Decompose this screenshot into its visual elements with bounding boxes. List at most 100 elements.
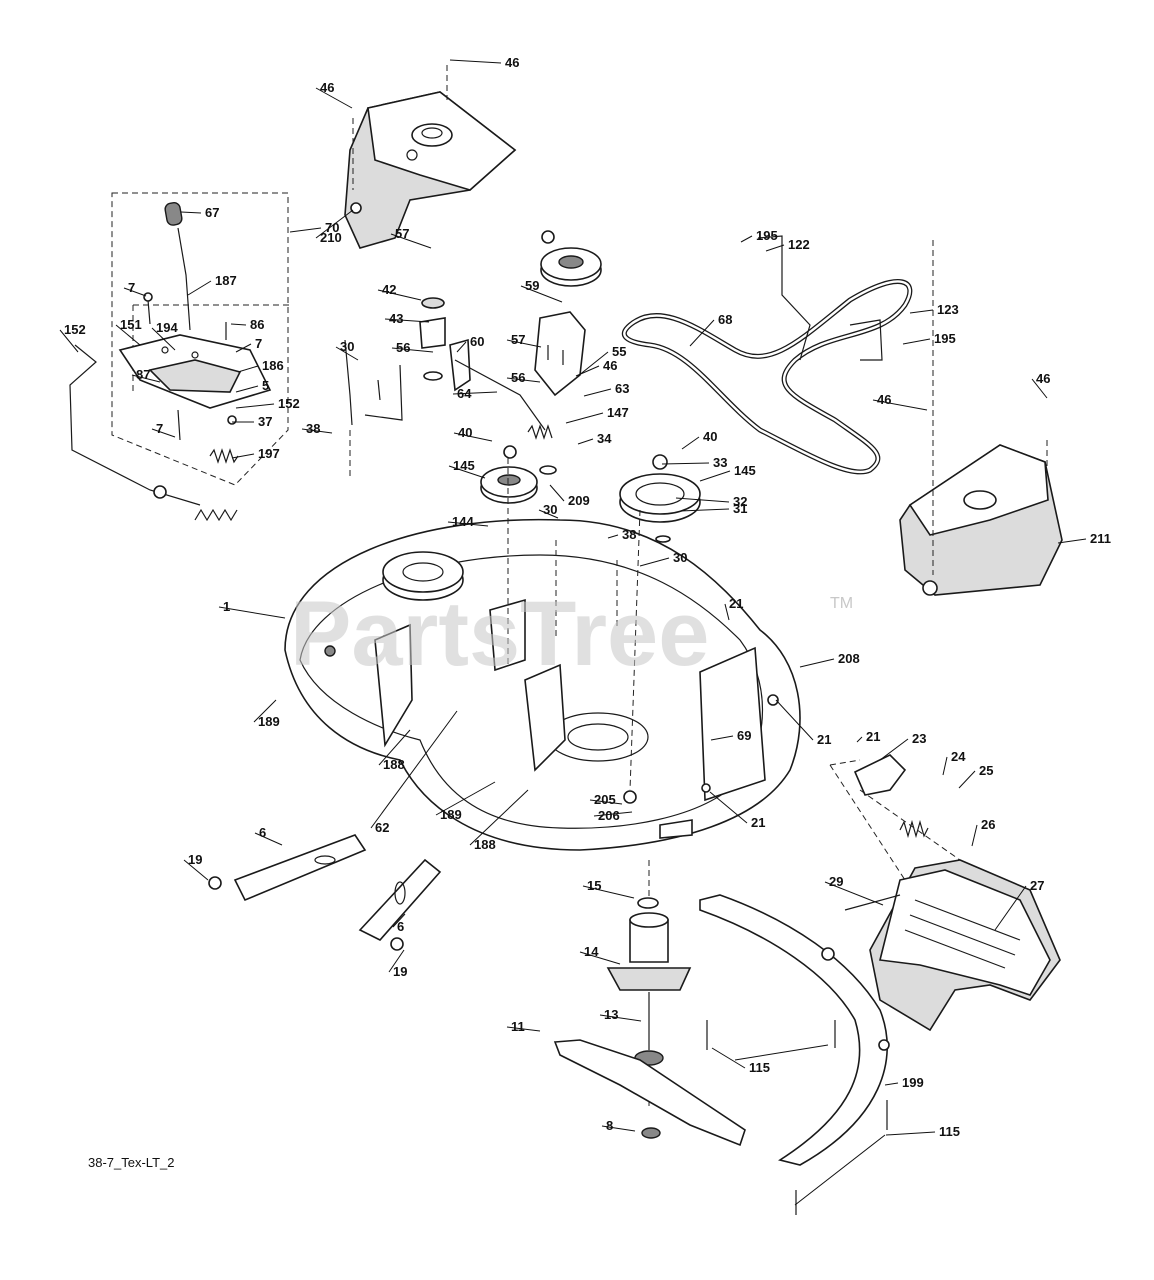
callout-70[interactable]: 70 bbox=[325, 220, 339, 235]
callout-69[interactable]: 69 bbox=[737, 728, 751, 743]
callout-19[interactable]: 19 bbox=[188, 852, 202, 867]
callout-56[interactable]: 56 bbox=[396, 340, 410, 355]
callout-147[interactable]: 147 bbox=[607, 405, 629, 420]
callout-29[interactable]: 29 bbox=[829, 874, 843, 889]
callout-67[interactable]: 67 bbox=[205, 205, 219, 220]
callout-38[interactable]: 38 bbox=[306, 421, 320, 436]
callout-55[interactable]: 55 bbox=[612, 344, 626, 359]
callout-43[interactable]: 43 bbox=[389, 311, 403, 326]
callout-leader-30 bbox=[639, 557, 670, 567]
callout-46[interactable]: 46 bbox=[1036, 371, 1050, 386]
callout-21[interactable]: 21 bbox=[817, 732, 831, 747]
callout-56[interactable]: 56 bbox=[511, 370, 525, 385]
callout-145[interactable]: 145 bbox=[453, 458, 475, 473]
callout-186[interactable]: 186 bbox=[262, 358, 284, 373]
callout-87[interactable]: 87 bbox=[136, 367, 150, 382]
callout-195[interactable]: 195 bbox=[934, 331, 956, 346]
callout-leader-13 bbox=[599, 1014, 642, 1022]
callout-197[interactable]: 197 bbox=[258, 446, 280, 461]
callout-40[interactable]: 40 bbox=[703, 429, 717, 444]
idler-pulley-top bbox=[527, 230, 602, 440]
callout-64[interactable]: 64 bbox=[457, 386, 472, 401]
callout-leader-24 bbox=[942, 756, 948, 776]
callout-188[interactable]: 188 bbox=[383, 757, 405, 772]
callout-7[interactable]: 7 bbox=[156, 421, 163, 436]
callout-8[interactable]: 8 bbox=[606, 1118, 613, 1133]
callout-26[interactable]: 26 bbox=[981, 817, 995, 832]
callout-leader-144 bbox=[447, 521, 489, 527]
callout-37[interactable]: 37 bbox=[258, 414, 272, 429]
callout-42[interactable]: 42 bbox=[382, 282, 396, 297]
callout-25[interactable]: 25 bbox=[979, 763, 993, 778]
callout-46[interactable]: 46 bbox=[320, 80, 334, 95]
callout-152[interactable]: 152 bbox=[64, 322, 86, 337]
callout-34[interactable]: 34 bbox=[597, 431, 612, 446]
callout-206[interactable]: 206 bbox=[598, 808, 620, 823]
callout-leader-23 bbox=[879, 738, 909, 761]
callout-21[interactable]: 21 bbox=[729, 596, 743, 611]
callout-7[interactable]: 7 bbox=[255, 336, 262, 351]
callout-208[interactable]: 208 bbox=[838, 651, 860, 666]
callout-30[interactable]: 30 bbox=[340, 339, 354, 354]
callout-57[interactable]: 57 bbox=[511, 332, 525, 347]
callout-7[interactable]: 7 bbox=[128, 280, 135, 295]
callout-62[interactable]: 62 bbox=[375, 820, 389, 835]
callout-205[interactable]: 205 bbox=[594, 792, 616, 807]
callout-115[interactable]: 115 bbox=[749, 1060, 770, 1075]
callout-19[interactable]: 19 bbox=[393, 964, 407, 979]
callout-122[interactable]: 122 bbox=[788, 237, 810, 252]
callout-31[interactable]: 31 bbox=[733, 501, 747, 516]
callout-33[interactable]: 33 bbox=[713, 455, 727, 470]
callout-59[interactable]: 59 bbox=[525, 278, 539, 293]
callout-60[interactable]: 60 bbox=[470, 334, 484, 349]
callout-145[interactable]: 145 bbox=[734, 463, 756, 478]
callout-leader-123 bbox=[909, 309, 934, 314]
callout-38[interactable]: 38 bbox=[622, 527, 636, 542]
callout-27[interactable]: 27 bbox=[1030, 878, 1044, 893]
callout-57[interactable]: 57 bbox=[395, 226, 409, 241]
callout-151[interactable]: 151 bbox=[120, 317, 142, 332]
callout-123[interactable]: 123 bbox=[937, 302, 959, 317]
callout-6[interactable]: 6 bbox=[259, 825, 266, 840]
callout-189[interactable]: 189 bbox=[258, 714, 280, 729]
callout-199[interactable]: 199 bbox=[902, 1075, 924, 1090]
callout-63[interactable]: 63 bbox=[615, 381, 629, 396]
callout-68[interactable]: 68 bbox=[718, 312, 732, 327]
callout-5[interactable]: 5 bbox=[262, 378, 269, 393]
callout-30[interactable]: 30 bbox=[673, 550, 687, 565]
callout-leader-55 bbox=[577, 351, 609, 377]
callout-209[interactable]: 209 bbox=[568, 493, 590, 508]
callout-leader-40 bbox=[453, 432, 493, 442]
callout-leader-209 bbox=[549, 484, 565, 502]
callout-46[interactable]: 46 bbox=[877, 392, 891, 407]
callout-21[interactable]: 21 bbox=[751, 815, 765, 830]
callout-115[interactable]: 115 bbox=[939, 1124, 960, 1139]
callout-46[interactable]: 46 bbox=[603, 358, 617, 373]
callout-21[interactable]: 21 bbox=[866, 729, 880, 744]
callout-211[interactable]: 211 bbox=[1090, 531, 1111, 546]
callout-13[interactable]: 13 bbox=[604, 1007, 618, 1022]
callout-152[interactable]: 152 bbox=[278, 396, 300, 411]
callout-leader-7 bbox=[123, 287, 147, 297]
callout-6[interactable]: 6 bbox=[397, 919, 404, 934]
callout-86[interactable]: 86 bbox=[250, 317, 264, 332]
callout-187[interactable]: 187 bbox=[215, 273, 237, 288]
callout-210[interactable]: 210 bbox=[320, 230, 342, 245]
callout-189[interactable]: 189 bbox=[440, 807, 462, 822]
callout-188[interactable]: 188 bbox=[474, 837, 496, 852]
callout-40[interactable]: 40 bbox=[458, 425, 472, 440]
callout-30[interactable]: 30 bbox=[543, 502, 557, 517]
callout-leader-21 bbox=[856, 736, 863, 743]
callout-32[interactable]: 32 bbox=[733, 494, 747, 509]
callout-144[interactable]: 144 bbox=[452, 514, 474, 529]
callout-15[interactable]: 15 bbox=[587, 878, 601, 893]
callout-24[interactable]: 24 bbox=[951, 749, 966, 764]
callout-1[interactable]: 1 bbox=[223, 599, 230, 614]
callout-195[interactable]: 195 bbox=[756, 228, 778, 243]
callout-11[interactable]: 11 bbox=[511, 1019, 525, 1034]
callout-46[interactable]: 46 bbox=[505, 55, 519, 70]
callout-leader-57 bbox=[506, 339, 542, 348]
callout-194[interactable]: 194 bbox=[156, 320, 178, 335]
callout-14[interactable]: 14 bbox=[584, 944, 599, 959]
callout-23[interactable]: 23 bbox=[912, 731, 926, 746]
